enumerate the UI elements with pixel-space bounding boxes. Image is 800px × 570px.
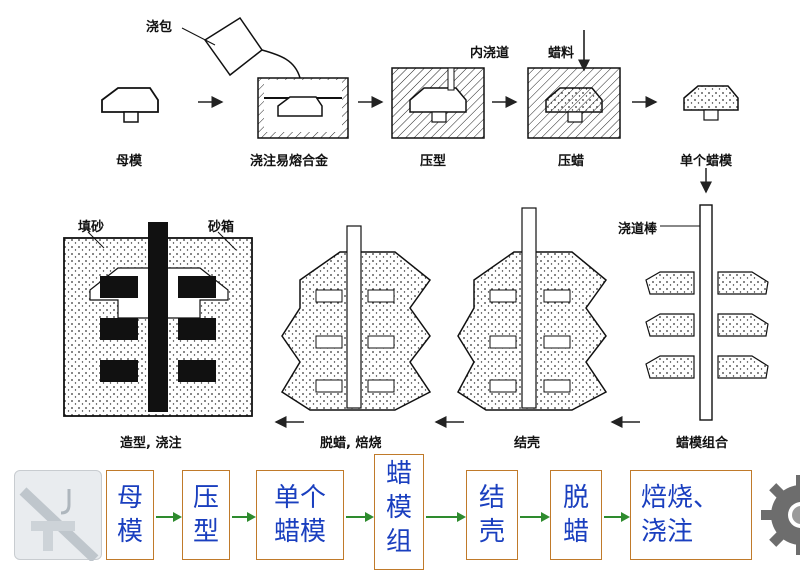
flow-step-wax-assembly: 蜡 模 组 xyxy=(374,454,424,570)
flow-step-dewax: 脱 蜡 xyxy=(550,470,602,560)
dewax-cluster-shape xyxy=(280,225,432,411)
label-inner-sprue: 内浇道 xyxy=(470,46,510,61)
master-mold-shape xyxy=(101,87,159,123)
label-pour-alloy: 浇注易熔合金 xyxy=(250,154,329,169)
label-sprue-rod: 浇道棒 xyxy=(618,222,658,237)
flow-arrow xyxy=(520,512,550,522)
label-dewax-bake: 脱蜡, 焙烧 xyxy=(320,436,382,451)
flow-step-master-mold: 母 模 xyxy=(106,470,154,560)
label-sand-box: 砂箱 xyxy=(208,220,235,235)
label-fill-sand: 填砂 xyxy=(78,220,105,235)
label-molding-pouring: 造型, 浇注 xyxy=(120,436,182,451)
flow-arrow xyxy=(232,512,256,522)
flow-arrow xyxy=(426,512,466,522)
flow-step-text: 蜡 模 组 xyxy=(385,459,412,557)
flow-arrow xyxy=(604,512,630,522)
sand-box-shape xyxy=(63,222,253,417)
label-single-wax-mold: 单个蜡模 xyxy=(680,154,733,169)
flow-step-text: 压 型 xyxy=(192,483,219,547)
flow-step-text: 结 壳 xyxy=(478,483,505,547)
ladle-shape xyxy=(181,16,301,79)
flow-step-text: 脱 蜡 xyxy=(562,483,589,547)
flow-arrow xyxy=(156,512,182,522)
press-wax-shape xyxy=(527,30,621,139)
label-press-mold: 压型 xyxy=(420,154,447,169)
single-wax-mold-shape xyxy=(683,85,739,121)
flow-step-text: 母 模 xyxy=(116,483,143,547)
label-wax-material: 蜡料 xyxy=(548,46,575,61)
wax-assembly-shape xyxy=(645,204,769,421)
flow-step-shell: 结 壳 xyxy=(466,470,518,560)
flow-step-bake-pour: 焙烧、 浇注 xyxy=(630,470,752,560)
label-wax-assembly: 蜡模组合 xyxy=(676,436,729,451)
label-press-wax: 压蜡 xyxy=(558,154,585,169)
flow-arrow xyxy=(346,512,374,522)
flow-step-text: 焙烧、 浇注 xyxy=(641,483,720,547)
pour-alloy-box xyxy=(257,77,349,139)
label-ladle: 浇包 xyxy=(146,20,173,35)
investment-casting-diagram xyxy=(63,16,769,428)
flow-step-press-mold: 压 型 xyxy=(182,470,230,560)
gear-icon xyxy=(756,470,800,560)
shell-cluster-shape xyxy=(457,207,608,411)
label-master-mold: 母模 xyxy=(116,154,143,169)
flow-step-text: 单个 蜡模 xyxy=(273,483,326,547)
press-mold-shape xyxy=(391,67,485,139)
flow-step-single-wax-mold: 单个 蜡模 xyxy=(256,470,344,560)
label-shell: 结壳 xyxy=(514,436,541,451)
crane-hook-icon xyxy=(14,470,102,563)
